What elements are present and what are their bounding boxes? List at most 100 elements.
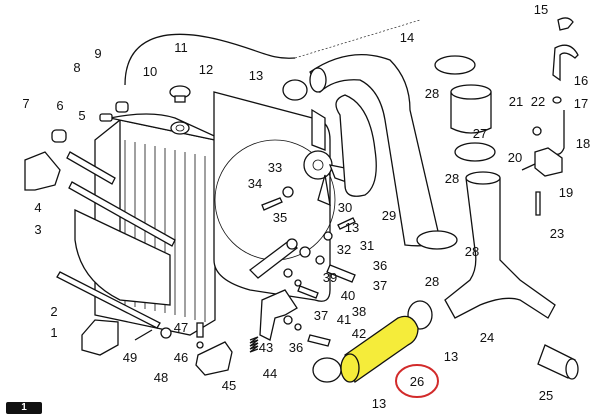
callout-10: 10 <box>143 64 157 79</box>
washer-48 <box>160 327 172 339</box>
clamp-28-b <box>454 142 496 162</box>
callout-11: 11 <box>174 40 188 55</box>
callout-46: 46 <box>174 350 188 365</box>
overflow-leader <box>294 19 421 59</box>
callout-21: 21 <box>509 94 523 109</box>
clip-16 <box>552 44 579 82</box>
callout-8: 8 <box>73 60 80 75</box>
callout-22: 22 <box>531 94 545 109</box>
bracket-7 <box>24 151 61 191</box>
washer-17 <box>552 96 562 104</box>
clamp-13-a <box>282 79 308 101</box>
callout-2: 2 <box>50 304 57 319</box>
callout-28: 28 <box>445 171 459 186</box>
nut-32 <box>323 231 333 241</box>
screw-8 <box>99 113 113 122</box>
nut-40 <box>294 279 302 287</box>
callout-24: 24 <box>480 330 494 345</box>
grille-3 <box>74 208 171 306</box>
callout-7: 7 <box>22 96 29 111</box>
callout-4: 4 <box>34 200 41 215</box>
clamp-28-c <box>416 230 458 250</box>
callout-15: 15 <box>534 2 548 17</box>
hose-14-end <box>309 67 327 93</box>
callout-13: 13 <box>444 349 458 364</box>
callout-36: 36 <box>373 258 387 273</box>
callout-42: 42 <box>352 326 366 341</box>
callout-3: 3 <box>34 222 41 237</box>
clamp-28-a <box>434 55 476 75</box>
hose-25-end <box>565 358 579 380</box>
nut-37-a <box>315 255 325 265</box>
highlight-circle-26 <box>395 364 439 398</box>
callout-13: 13 <box>249 68 263 83</box>
callout-20: 20 <box>508 150 522 165</box>
callout-9: 9 <box>94 46 101 61</box>
split-pin-49 <box>134 329 153 341</box>
overflow-pipe <box>124 33 296 86</box>
callout-48: 48 <box>154 370 168 385</box>
bush-6 <box>51 129 67 143</box>
callout-26: 26 <box>410 374 424 389</box>
callout-40: 40 <box>341 288 355 303</box>
callout-12: 12 <box>199 62 213 77</box>
callout-29: 29 <box>382 208 396 223</box>
hose-29 <box>335 94 377 197</box>
callout-13: 13 <box>345 220 359 235</box>
bracket-35 <box>249 239 298 279</box>
callout-17: 17 <box>574 96 588 111</box>
callout-30: 30 <box>338 200 352 215</box>
sleeve-27 <box>450 91 492 134</box>
pin-5 <box>66 151 116 185</box>
callout-43: 43 <box>259 340 273 355</box>
callout-28: 28 <box>465 244 479 259</box>
page-badge: 1 <box>6 402 42 414</box>
nut-37-b <box>294 323 302 331</box>
callout-35: 35 <box>273 210 287 225</box>
bolt-41 <box>297 285 319 299</box>
washer-36-b <box>283 315 293 325</box>
hose-26-highlighted <box>340 315 419 384</box>
nut-9 <box>115 101 129 113</box>
bracket-35-eye <box>286 238 298 250</box>
clamp-13-b <box>312 357 342 383</box>
washer-46 <box>196 341 204 349</box>
mount-1 <box>81 319 119 356</box>
callout-34: 34 <box>248 176 262 191</box>
bolt-38 <box>326 264 356 283</box>
rod-2 <box>56 271 161 329</box>
radiator-cap <box>169 85 191 103</box>
callout-31: 31 <box>360 238 374 253</box>
callout-47: 47 <box>174 320 188 335</box>
spring-44 <box>249 336 259 353</box>
rod-4 <box>68 181 176 247</box>
callout-33: 33 <box>268 160 282 175</box>
callout-27: 27 <box>473 126 487 141</box>
bolt-31 <box>337 217 356 230</box>
callout-23: 23 <box>550 226 564 241</box>
nut-21-22 <box>532 126 542 136</box>
mount-45 <box>195 341 233 376</box>
callout-18: 18 <box>576 136 590 151</box>
callout-14: 14 <box>400 30 414 45</box>
callout-37: 37 <box>373 278 387 293</box>
callout-6: 6 <box>56 98 63 113</box>
callout-25: 25 <box>539 388 553 403</box>
bolt-42 <box>307 334 331 347</box>
callout-41: 41 <box>337 312 351 327</box>
callout-19: 19 <box>559 185 573 200</box>
capillary-18 <box>551 110 565 155</box>
bolt-34 <box>261 197 283 211</box>
hose-26-body <box>344 315 419 384</box>
callout-32: 32 <box>337 242 351 257</box>
callout-28: 28 <box>425 274 439 289</box>
pipe-24-top <box>465 171 501 185</box>
bolt-47 <box>196 322 204 338</box>
hose-26-end <box>340 353 360 383</box>
nut-33 <box>282 186 294 198</box>
callout-5: 5 <box>78 108 85 123</box>
screw-23 <box>535 191 541 216</box>
